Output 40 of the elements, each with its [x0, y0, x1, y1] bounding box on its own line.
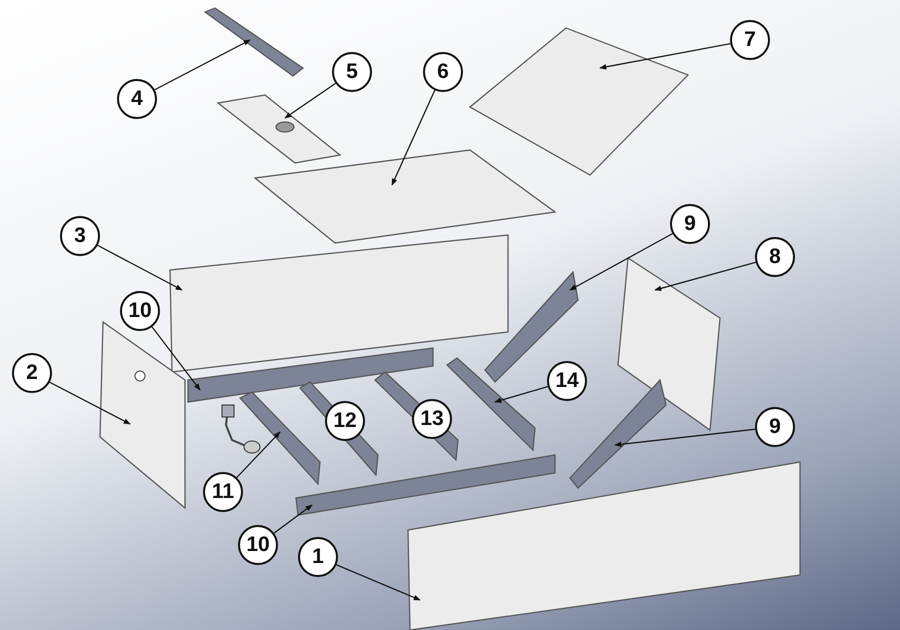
back-panel	[169, 234, 509, 373]
leader-line	[284, 82, 336, 118]
leader-line	[614, 428, 756, 448]
callout-number: 5	[332, 52, 372, 92]
callout-number: 13	[412, 399, 452, 439]
callout-number: 9	[755, 407, 795, 447]
leader-line	[599, 43, 730, 70]
callout-number: 11	[203, 472, 243, 512]
divider-plate	[239, 391, 321, 486]
callout-number: 10	[238, 525, 278, 565]
leader-line	[274, 504, 313, 534]
leader-line	[152, 326, 200, 391]
lid-panel	[468, 27, 690, 176]
right-side-panel	[617, 256, 721, 432]
leader-line	[654, 262, 756, 292]
leader-line	[236, 432, 280, 478]
leader-line	[569, 233, 673, 291]
leader-line	[494, 386, 548, 403]
callout-number: 3	[60, 216, 100, 256]
callout-number: 8	[755, 237, 795, 277]
callout-number: 1	[298, 537, 338, 577]
callout-number: 2	[12, 353, 52, 393]
leader-line	[154, 39, 251, 90]
callout-number: 10	[120, 291, 160, 331]
callout-number: 4	[117, 79, 157, 119]
top-plate-with-opening	[216, 94, 342, 164]
callout-number: 9	[670, 204, 710, 244]
top-strip	[204, 7, 304, 77]
leader-line	[336, 564, 421, 601]
divider-plate	[446, 357, 536, 452]
left-side-panel	[99, 320, 186, 510]
callout-number: 7	[730, 20, 770, 60]
leader-line	[391, 90, 436, 186]
callout-number: 14	[547, 361, 587, 401]
callout-number: 6	[423, 52, 463, 92]
leader-line	[49, 382, 131, 425]
callout-number: 12	[325, 401, 365, 441]
bottom-rail	[187, 347, 434, 403]
front-panel	[407, 461, 801, 630]
leader-line	[97, 244, 183, 291]
